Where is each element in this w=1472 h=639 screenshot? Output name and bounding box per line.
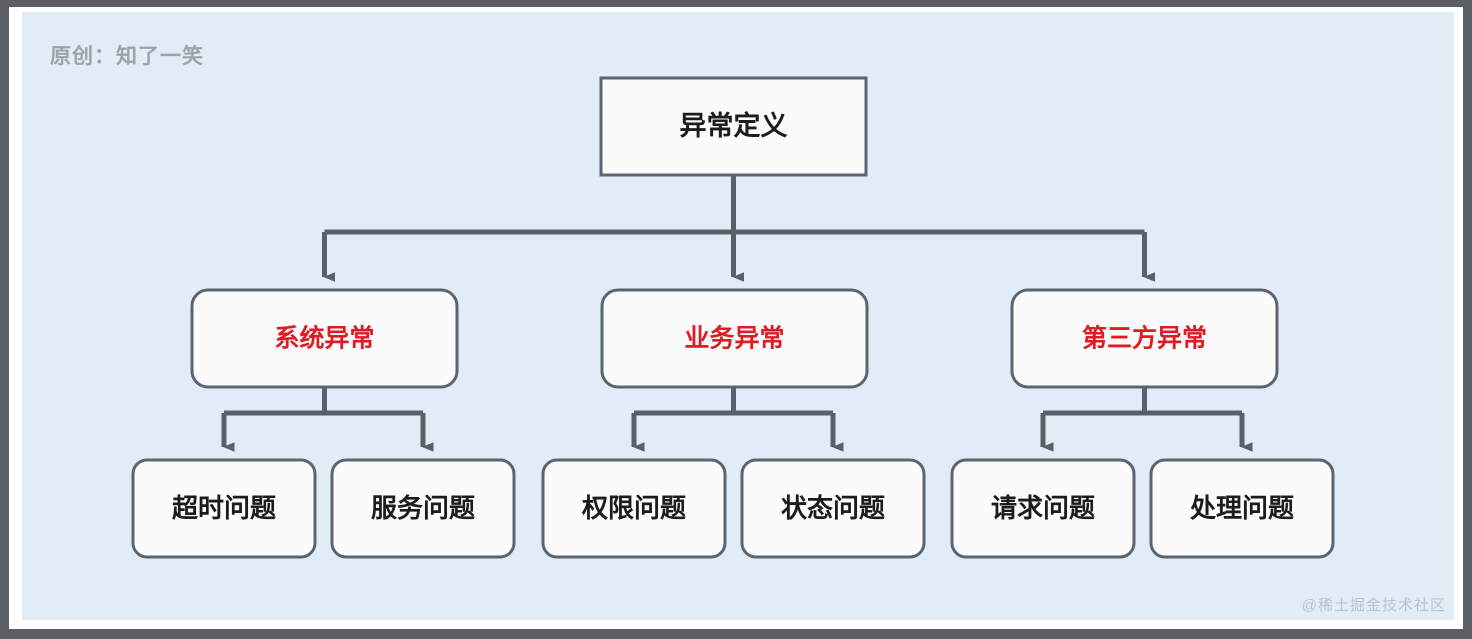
window-frame-top — [0, 0, 1472, 7]
node-service-issue[interactable]: 服务问题 — [330, 458, 516, 559]
node-exception-definition-label: 异常定义 — [680, 110, 788, 141]
node-state-issue-label: 状态问题 — [781, 493, 885, 523]
node-business-exception[interactable]: 业务异常 — [600, 288, 869, 389]
node-permission-issue-label: 权限问题 — [581, 493, 686, 523]
node-business-exception-box[interactable] — [600, 288, 869, 389]
node-processing-issue-label: 处理问题 — [1189, 493, 1294, 523]
node-exception-definition[interactable]: 异常定义 — [599, 76, 868, 177]
connector-group-thirdparty — [1040, 387, 1253, 452]
community-watermark: @稀土掘金技术社区 — [1301, 597, 1446, 614]
node-state-issue-box[interactable] — [740, 458, 926, 559]
node-system-exception[interactable]: 系统异常 — [190, 288, 459, 389]
connector-group-business — [631, 387, 844, 452]
node-processing-issue[interactable]: 处理问题 — [1149, 458, 1335, 559]
node-state-issue[interactable]: 状态问题 — [740, 458, 926, 559]
node-service-issue-box[interactable] — [330, 458, 516, 559]
window-frame-left — [0, 0, 9, 639]
node-request-issue-box[interactable] — [950, 458, 1136, 559]
connector-group-root — [322, 175, 1155, 282]
node-third-party-exception-box[interactable] — [1010, 288, 1279, 389]
author-watermark: 原创：知了一笑 — [50, 45, 204, 68]
node-system-exception-box[interactable] — [190, 288, 459, 389]
node-permission-issue-box[interactable] — [541, 458, 727, 559]
node-third-party-exception-label: 第三方异常 — [1082, 324, 1207, 353]
node-exception-definition-box[interactable] — [599, 76, 868, 177]
window-frame-right — [1463, 0, 1472, 639]
node-third-party-exception[interactable]: 第三方异常 — [1010, 288, 1279, 389]
window-frame-bottom — [0, 629, 1472, 639]
node-system-exception-label: 系统异常 — [274, 324, 374, 353]
node-permission-issue[interactable]: 权限问题 — [541, 458, 727, 559]
node-service-issue-label: 服务问题 — [371, 493, 475, 523]
node-processing-issue-box[interactable] — [1149, 458, 1335, 559]
node-business-exception-label: 业务异常 — [684, 325, 784, 353]
node-timeout-issue[interactable]: 超时问题 — [131, 458, 317, 559]
node-request-issue-label: 请求问题 — [991, 493, 1095, 523]
node-timeout-issue-label: 超时问题 — [172, 493, 276, 523]
node-request-issue[interactable]: 请求问题 — [950, 458, 1136, 559]
connector-group-system — [221, 387, 434, 452]
node-timeout-issue-box[interactable] — [131, 458, 317, 559]
